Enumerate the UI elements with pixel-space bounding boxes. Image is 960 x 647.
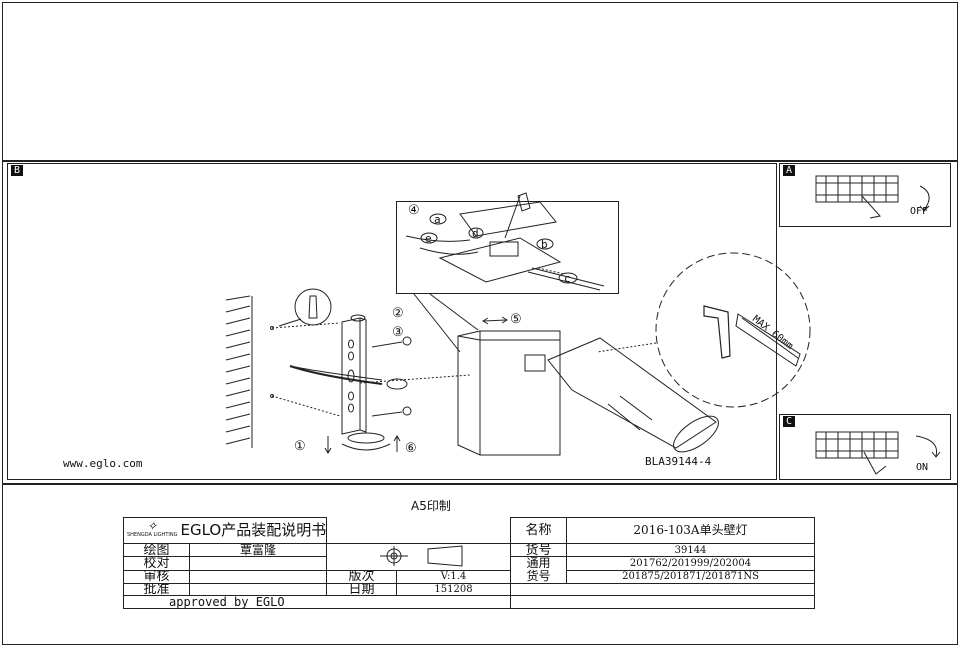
- callout-e: e: [425, 232, 432, 245]
- version-label: 版次: [326, 569, 398, 584]
- top-divider: [2, 160, 958, 162]
- step-5: ⑤: [510, 312, 522, 327]
- website-url: www.eglo.com: [63, 457, 143, 470]
- check-label: 校对: [123, 556, 190, 571]
- switch-off-panel: [779, 163, 951, 227]
- date-value: 151208: [396, 583, 512, 596]
- print-size-label: A5印制: [411, 499, 451, 513]
- approved-by: approved by EGLO: [122, 595, 512, 609]
- switch-on-drawing: [815, 431, 941, 475]
- cargo-label: 货号: [510, 543, 568, 557]
- callout-a: a: [434, 213, 441, 226]
- drawn-label: 绘图: [123, 543, 190, 557]
- approve-label: 批准: [123, 583, 190, 596]
- wiring-detail-inset: [396, 201, 619, 294]
- step-3: ③: [392, 325, 404, 340]
- logo: ✧ SHENGDA LIGHTING: [127, 519, 178, 538]
- cargo-value: 39144: [566, 543, 816, 557]
- general-values-2: 201875/201871/201871NS: [566, 569, 816, 584]
- step-2: ②: [392, 306, 404, 321]
- model-code: BLA39144-4: [645, 455, 712, 468]
- switch-off-drawing: [815, 175, 930, 219]
- step-1: ①: [294, 439, 306, 454]
- version-value: V:1.4: [396, 569, 512, 584]
- step-4: ④: [408, 203, 420, 218]
- switch-on-panel: [779, 414, 951, 480]
- brand-title: EGLO产品装配说明书: [180, 521, 327, 539]
- general-label: 通用货号: [510, 556, 568, 584]
- drawn-value: 覃富隆: [188, 543, 328, 557]
- bottom-divider: [2, 483, 958, 485]
- general-values-1: 201762/201999/202004: [566, 556, 816, 571]
- main-diagram-panel: [7, 163, 777, 480]
- switch-on-label: ON: [916, 462, 928, 473]
- panel-label-bottom-right: C: [783, 416, 796, 427]
- panel-label-main: B: [11, 165, 24, 176]
- mounting-bracket: [341, 317, 367, 435]
- step-6: ⑥: [405, 441, 417, 456]
- terminal-detail: [405, 192, 605, 291]
- date-label: 日期: [326, 583, 398, 596]
- switch-off-label: OFF: [910, 206, 928, 217]
- callout-c: c: [564, 272, 571, 285]
- max-length-label: MAX 60mm: [750, 314, 795, 352]
- brand-cell: ✧ SHENGDA LIGHTING EGLO产品装配说明书: [122, 517, 328, 544]
- name-label: 名称: [510, 517, 568, 544]
- audit-label: 审核: [123, 569, 190, 584]
- name-value: 2016-103A单头壁灯: [566, 517, 816, 544]
- wall-hatching: [225, 295, 253, 448]
- panel-label-top-right: A: [783, 165, 796, 176]
- callout-d: d: [472, 227, 479, 240]
- lamp-body: [457, 330, 719, 456]
- callout-b: b: [541, 238, 548, 251]
- title-block: ✧ SHENGDA LIGHTING EGLO产品装配说明书 名称 2016-1…: [122, 517, 816, 609]
